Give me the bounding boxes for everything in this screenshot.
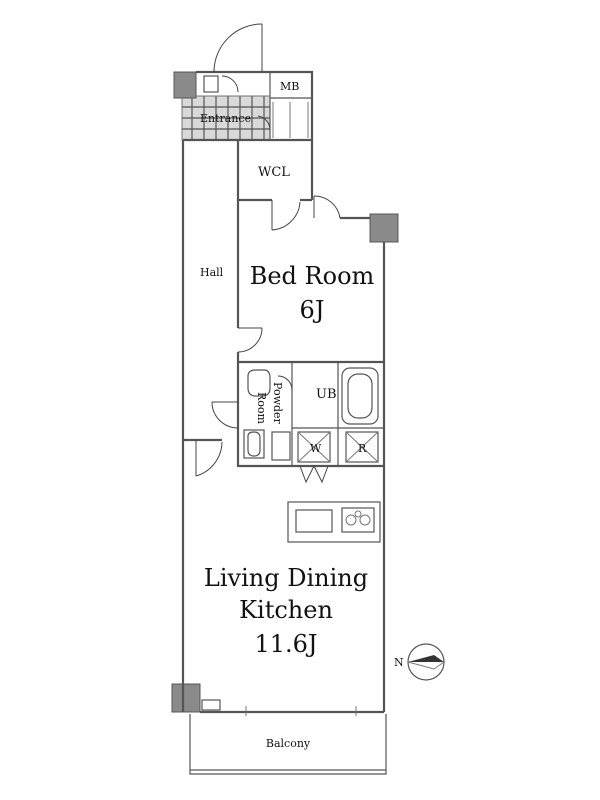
label-mb: MB [280, 80, 299, 93]
label-entrance: Entrance [200, 112, 251, 125]
label-ldk-line2: Kitchen [239, 596, 333, 624]
entrance-door [213, 23, 263, 73]
entrance-inner-doors [221, 75, 271, 131]
bathtub [341, 367, 379, 425]
ldk-door [183, 438, 223, 477]
label-bedroom-name: Bed Room [250, 262, 375, 290]
column-top-left [173, 71, 197, 99]
fridge-space [345, 431, 379, 463]
balcony [189, 706, 387, 775]
vanity-sink [243, 429, 265, 459]
north-arrow [407, 643, 445, 681]
window-sash [201, 699, 221, 711]
label-washer: W [310, 442, 322, 455]
outer-walls [181, 70, 386, 714]
label-bedroom-size: 6J [300, 296, 325, 324]
label-wcl: WCL [258, 165, 290, 180]
wcl-door [271, 200, 301, 231]
wet-area-walls [236, 362, 384, 468]
kitchen-sink [295, 509, 333, 533]
label-ub: UB [316, 387, 337, 402]
bedroom-hall-door [237, 327, 263, 353]
label-balcony: Balcony [266, 737, 311, 750]
washer-space [297, 431, 331, 484]
toilet [247, 369, 271, 397]
bedroom-upper-door [313, 195, 341, 219]
cooktop [341, 507, 375, 533]
label-fridge: R [358, 442, 367, 455]
label-ldk-line1: Living Dining [204, 564, 368, 592]
compass-label: N [394, 656, 404, 669]
cabinet [271, 431, 291, 461]
label-ldk-size: 11.6J [254, 630, 317, 658]
column-bottom-left [171, 683, 201, 713]
label-powder-room: Room [255, 392, 268, 425]
entrance-tile-floor [181, 95, 271, 141]
label-powder: Powder [271, 382, 284, 425]
powder-room-doors [211, 375, 293, 429]
kitchen-counter [287, 501, 381, 543]
column-bedroom-corner [369, 213, 399, 243]
label-hall: Hall [200, 266, 224, 279]
